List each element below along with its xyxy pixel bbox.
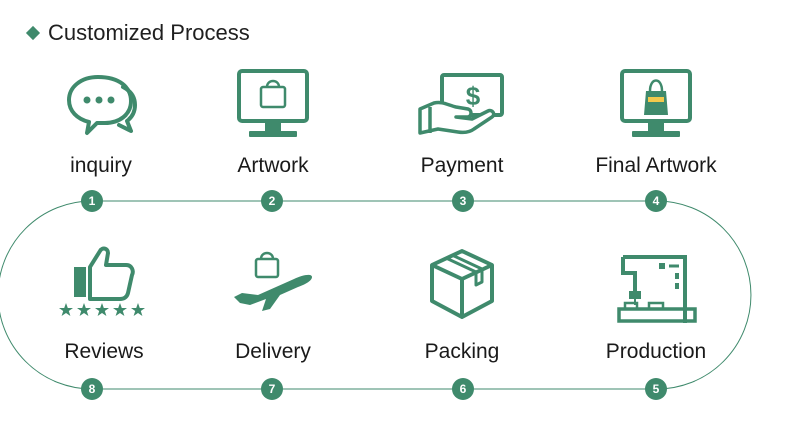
svg-text:$: $ xyxy=(466,81,481,111)
monitor-tote-bag-icon xyxy=(576,65,736,145)
step-label: inquiry xyxy=(70,154,132,177)
step-label: Packing xyxy=(424,340,500,363)
chat-bubbles-icon xyxy=(21,65,181,145)
step-number-badge: 8 xyxy=(81,378,103,400)
sewing-machine-icon xyxy=(576,243,736,323)
section-header: Customized Process xyxy=(25,20,250,46)
step-number-badge: 5 xyxy=(645,378,667,400)
step-number-badge: 4 xyxy=(645,190,667,212)
step-number-badge: 6 xyxy=(452,378,474,400)
step-label: Final Artwork xyxy=(595,154,717,177)
step-label: Reviews xyxy=(64,340,144,363)
airplane-bag-icon xyxy=(193,243,353,323)
step-number-badge: 1 xyxy=(81,190,103,212)
page-title: Customized Process xyxy=(48,20,250,45)
step-number-badge: 3 xyxy=(452,190,474,212)
step-number-badge: 7 xyxy=(261,378,283,400)
monitor-bag-icon xyxy=(193,65,353,145)
thumbs-up-stars-icon xyxy=(24,243,184,323)
step-number-badge: 2 xyxy=(261,190,283,212)
step-label: Artwork xyxy=(237,154,309,177)
step-label: Delivery xyxy=(235,340,311,363)
step-label: Payment xyxy=(420,154,504,177)
package-box-icon xyxy=(382,243,542,323)
step-label: Production xyxy=(605,340,707,363)
hand-dollar-icon: $ xyxy=(382,65,542,145)
